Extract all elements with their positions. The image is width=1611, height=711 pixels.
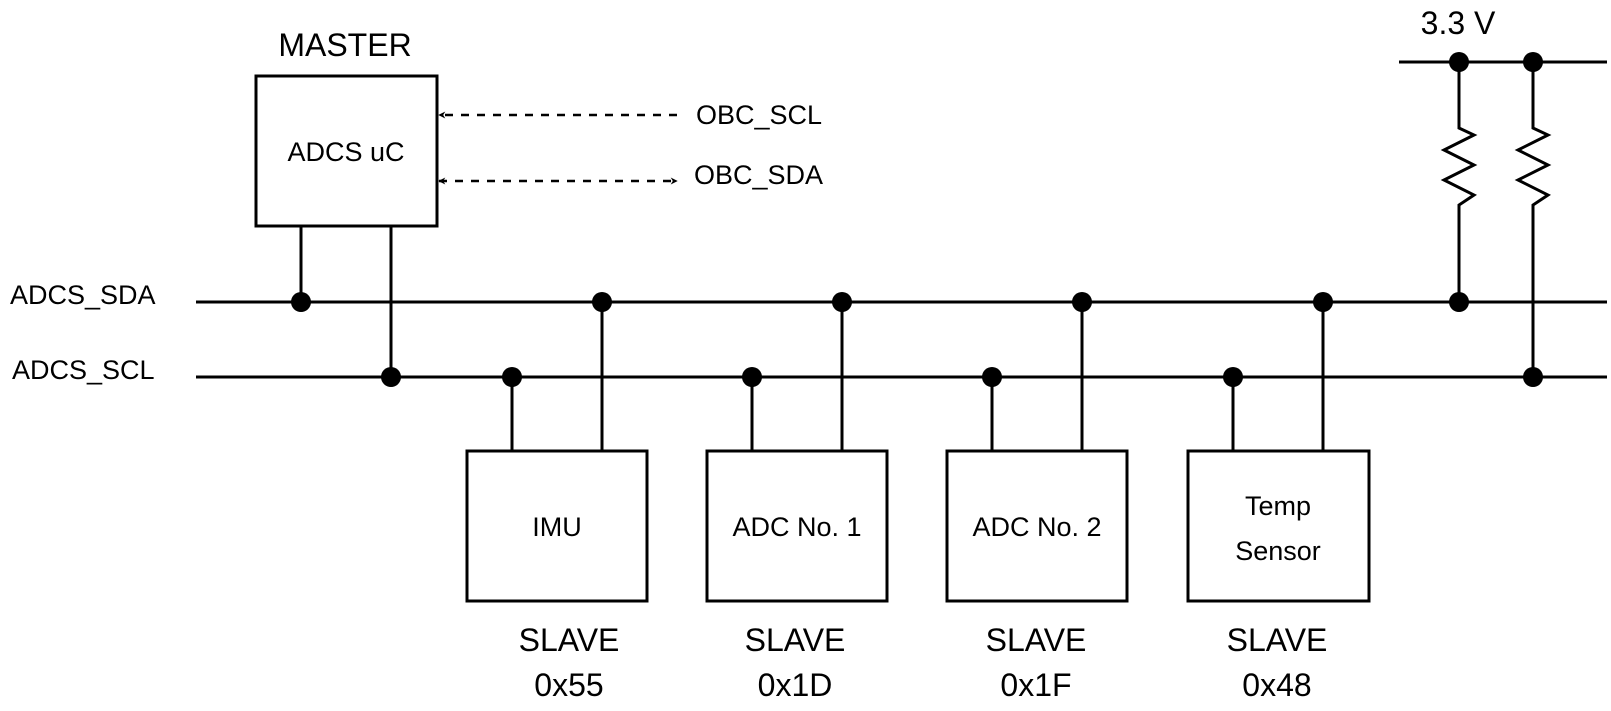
temp-sensor-box bbox=[1186, 449, 1371, 603]
imu-sda-junction bbox=[592, 292, 612, 312]
adc2-address: 0x1F bbox=[1000, 667, 1071, 703]
master-sda-junction bbox=[291, 292, 311, 312]
temp-scl-junction bbox=[1223, 367, 1243, 387]
pullup-junction-sda bbox=[1449, 292, 1469, 312]
master-role-label: MASTER bbox=[278, 27, 411, 63]
sda-bus-label: ADCS_SDA bbox=[10, 280, 156, 310]
supply-voltage-label: 3.3 V bbox=[1421, 5, 1496, 41]
pullup-junction-scl bbox=[1523, 367, 1543, 387]
imu-scl-junction bbox=[502, 367, 522, 387]
adc1-name: ADC No. 1 bbox=[732, 512, 861, 542]
temp-sensor-role: SLAVE bbox=[1227, 622, 1328, 658]
pullup-resistor-sda bbox=[1440, 62, 1478, 302]
adc2-sda-junction bbox=[1072, 292, 1092, 312]
obc-sda-label: OBC_SDA bbox=[694, 160, 823, 190]
adc1-box bbox=[705, 449, 889, 603]
temp-sda-junction bbox=[1313, 292, 1333, 312]
pullup-resistor-scl bbox=[1514, 62, 1552, 377]
temp-sensor-address: 0x48 bbox=[1242, 667, 1311, 703]
temp-sensor-name-line2: Sensor bbox=[1235, 536, 1321, 566]
master-box bbox=[254, 74, 439, 228]
adc1-sda-junction bbox=[832, 292, 852, 312]
imu-name: IMU bbox=[532, 512, 582, 542]
imu-address: 0x55 bbox=[534, 667, 603, 703]
temp-sensor-name-line1: Temp bbox=[1245, 491, 1311, 521]
obc-scl-label: OBC_SCL bbox=[696, 100, 822, 130]
master-name: ADCS uC bbox=[287, 137, 404, 167]
adc2-name: ADC No. 2 bbox=[972, 512, 1101, 542]
adc1-address: 0x1D bbox=[758, 667, 833, 703]
adc1-role: SLAVE bbox=[745, 622, 846, 658]
master-scl-junction bbox=[381, 367, 401, 387]
adc2-role: SLAVE bbox=[986, 622, 1087, 658]
adc2-scl-junction bbox=[982, 367, 1002, 387]
adc2-box bbox=[945, 449, 1129, 603]
scl-bus-label: ADCS_SCL bbox=[12, 355, 155, 385]
adc1-scl-junction bbox=[742, 367, 762, 387]
imu-box bbox=[465, 449, 649, 603]
imu-role: SLAVE bbox=[519, 622, 620, 658]
